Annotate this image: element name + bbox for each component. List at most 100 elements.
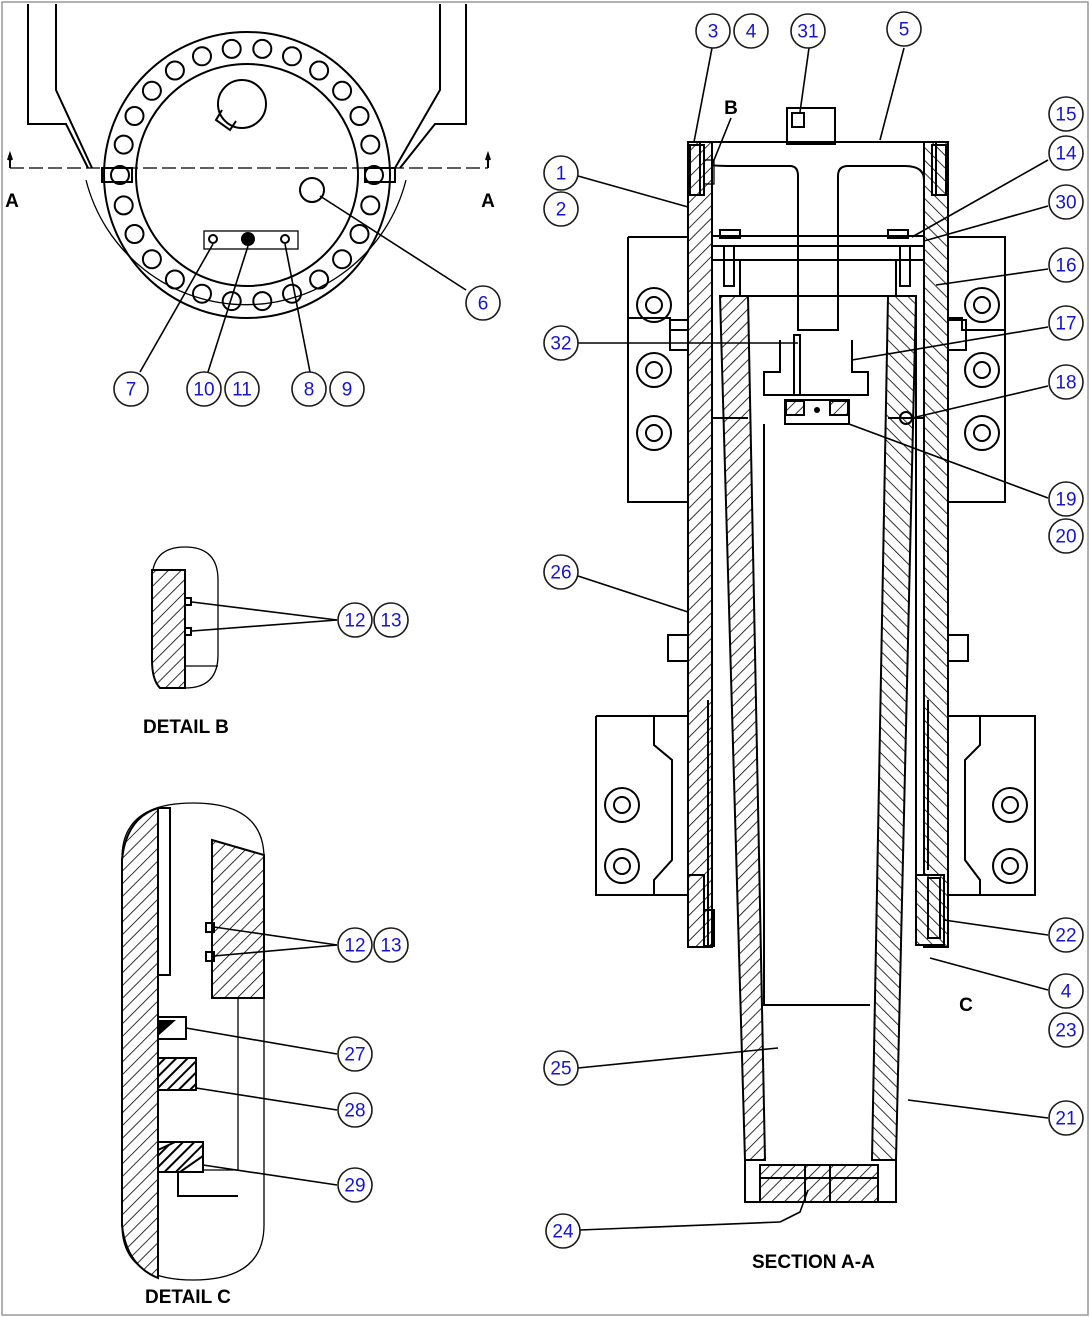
callout-4: 4: [733, 13, 769, 49]
callout-number: 18: [1055, 373, 1076, 394]
bolt-hole: [141, 80, 162, 101]
callout-number: 25: [550, 1059, 571, 1080]
callout-24: 24: [545, 1213, 581, 1249]
mount-bolt: [636, 287, 672, 323]
callout-25: 25: [543, 1050, 579, 1086]
callout-number: 32: [550, 334, 571, 355]
callout-number: 20: [1055, 527, 1076, 548]
callout-number: 12: [344, 611, 365, 632]
bolt-hole: [113, 195, 134, 216]
callout-14: 14: [1048, 135, 1084, 171]
mount-bolt: [645, 361, 663, 379]
callout-20: 20: [1048, 518, 1084, 554]
bolt-hole: [221, 38, 242, 59]
callout-1: 1: [543, 155, 579, 191]
callout-32: 32: [543, 325, 579, 361]
bolt-hole: [192, 46, 212, 67]
callout-number: 17: [1055, 314, 1076, 335]
callout-7: 7: [113, 371, 149, 407]
callout-6: 6: [465, 285, 501, 321]
bolt-hole: [124, 224, 145, 244]
callout-number: 19: [1055, 490, 1076, 511]
callout-12: 12: [337, 602, 373, 638]
callout-28: 28: [337, 1092, 373, 1128]
mount-bolt: [604, 787, 640, 823]
cut-label-left: A: [5, 191, 19, 212]
detail-b: DETAIL B: [143, 546, 338, 738]
callout-number: 13: [380, 611, 401, 632]
mount-bolt: [645, 424, 663, 442]
callout-number: 13: [380, 936, 401, 957]
section-title: SECTION A-A: [752, 1252, 875, 1273]
bolt-hole: [332, 80, 353, 101]
callout-number: 11: [232, 380, 252, 401]
bolt-hole: [282, 46, 302, 67]
top-view: A A: [5, 4, 495, 319]
callout-number: 4: [1061, 982, 1072, 1003]
callout-number: 22: [1055, 926, 1076, 947]
callout-number: 3: [708, 22, 719, 43]
callout-2: 2: [543, 191, 579, 227]
mount-bolt: [964, 352, 1000, 388]
detail-c-title: DETAIL C: [145, 1287, 231, 1308]
callout-number: 23: [1055, 1021, 1076, 1042]
bolt-hole: [332, 249, 353, 270]
bolt-hole: [282, 283, 302, 304]
mount-bolt: [604, 848, 640, 884]
bolt-hole: [192, 283, 212, 304]
mount-bolt: [973, 361, 991, 379]
cut-label-right: A: [481, 191, 495, 212]
mount-bolt: [636, 352, 672, 388]
leader-lines: [139, 47, 1049, 1231]
callout-30: 30: [1048, 184, 1084, 220]
mount-bolt: [964, 287, 1000, 323]
bolt-hole: [364, 165, 384, 185]
mount-bolt: [613, 796, 631, 814]
callout-8: 8: [291, 371, 327, 407]
callout-number: 4: [746, 22, 757, 43]
callout-19: 19: [1048, 481, 1084, 517]
callout-number: 14: [1055, 144, 1077, 165]
mount-bolt: [636, 415, 672, 451]
callout-number: 10: [193, 380, 214, 401]
bolt-hole: [252, 38, 273, 59]
callout-26: 26: [543, 554, 579, 590]
mount-bolts: [604, 287, 1028, 884]
bolt-hole: [164, 269, 185, 290]
bolt-hole: [124, 106, 145, 126]
callout-10: 10: [186, 371, 222, 407]
callout-number: 15: [1055, 105, 1076, 126]
mount-bolt: [645, 296, 663, 314]
bolt-ring: [110, 38, 384, 312]
callout-13: 13: [373, 602, 409, 638]
mount-bolt: [973, 296, 991, 314]
callout-number: 26: [550, 563, 571, 584]
bolt-hole: [349, 106, 370, 126]
detail-b-marker: B: [724, 98, 738, 119]
callout-number: 16: [1055, 256, 1076, 277]
bolt-hole: [360, 195, 381, 216]
bolt-hole: [221, 291, 242, 312]
mount-bolt: [992, 787, 1028, 823]
callout-9: 9: [329, 371, 365, 407]
mount-bolt: [613, 857, 631, 875]
bolt-hole: [349, 224, 370, 244]
callout-bubbles: 12 3 4 31 5 15 14 30 16 32 17 18 19 20 26 22 4 23 25 21 24 6 7…: [113, 11, 1084, 1249]
callout-number: 31: [797, 22, 818, 43]
mount-bolt: [1001, 857, 1019, 875]
callout-number: 6: [478, 294, 489, 315]
bolt-hole: [360, 134, 381, 155]
bolt-hole: [309, 269, 330, 290]
callout-31: 31: [790, 13, 826, 49]
mount-bolt: [973, 424, 991, 442]
callout-13: 13: [373, 927, 409, 963]
mount-bolt: [992, 848, 1028, 884]
callout-number: 28: [344, 1101, 365, 1122]
callout-18: 18: [1048, 364, 1084, 400]
callout-number: 9: [342, 380, 353, 401]
callout-5: 5: [886, 11, 922, 47]
callout-number: 7: [126, 380, 137, 401]
callout-22: 22: [1048, 917, 1084, 953]
